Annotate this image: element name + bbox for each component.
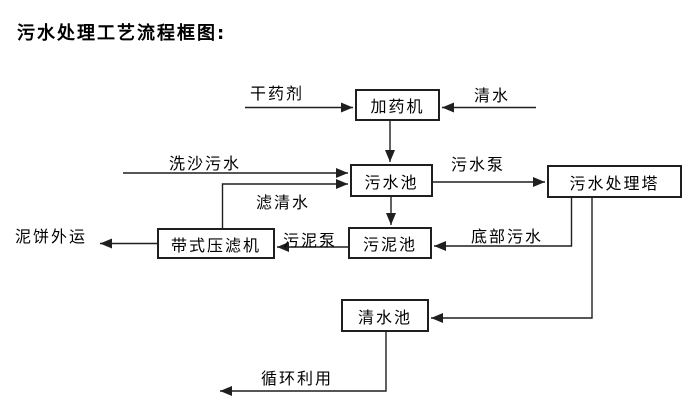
box-clean-water-pool-label: 清水池 — [357, 307, 412, 327]
box-dosing-machine-label: 加药机 — [370, 97, 425, 116]
label-sewage-pump: 污水泵 — [451, 155, 506, 174]
box-sludge-pool: 污泥池 — [348, 227, 432, 259]
arrow-filtered-water-to-sewage-pool — [221, 179, 348, 228]
box-sewage-treatment-tower-label: 污水处理塔 — [569, 173, 660, 193]
box-sludge-pool-label: 污泥池 — [362, 235, 417, 254]
label-dry-agent: 干药剂 — [250, 84, 305, 103]
box-sewage-pool: 污水池 — [350, 164, 433, 197]
box-clean-water-pool: 清水池 — [341, 299, 429, 332]
box-dosing-machine: 加药机 — [355, 89, 440, 121]
box-sewage-treatment-tower: 污水处理塔 — [547, 165, 682, 198]
page-title: 污水处理工艺流程框图: — [17, 23, 227, 44]
label-mud-cake-transport: 泥饼外运 — [15, 227, 88, 246]
label-recycle-use: 循环利用 — [261, 369, 334, 388]
box-belt-filter-press-label: 带式压滤机 — [170, 235, 261, 255]
arrow-clean-pool-to-recycle — [220, 332, 387, 396]
arrow-tower-to-clean-pool — [431, 198, 593, 323]
label-filtered-water: 滤清水 — [256, 193, 311, 212]
label-sludge-pump: 污泥泵 — [283, 231, 338, 250]
arrow-bottom-sewage-to-sludge-pool — [434, 198, 573, 251]
box-sewage-pool-label: 污水池 — [364, 172, 419, 192]
label-bottom-sewage: 底部污水 — [471, 227, 544, 246]
label-sand-washing-sewage: 洗沙污水 — [169, 154, 242, 173]
label-clean-water: 清水 — [474, 86, 511, 105]
box-belt-filter-press: 带式压滤机 — [157, 228, 275, 259]
